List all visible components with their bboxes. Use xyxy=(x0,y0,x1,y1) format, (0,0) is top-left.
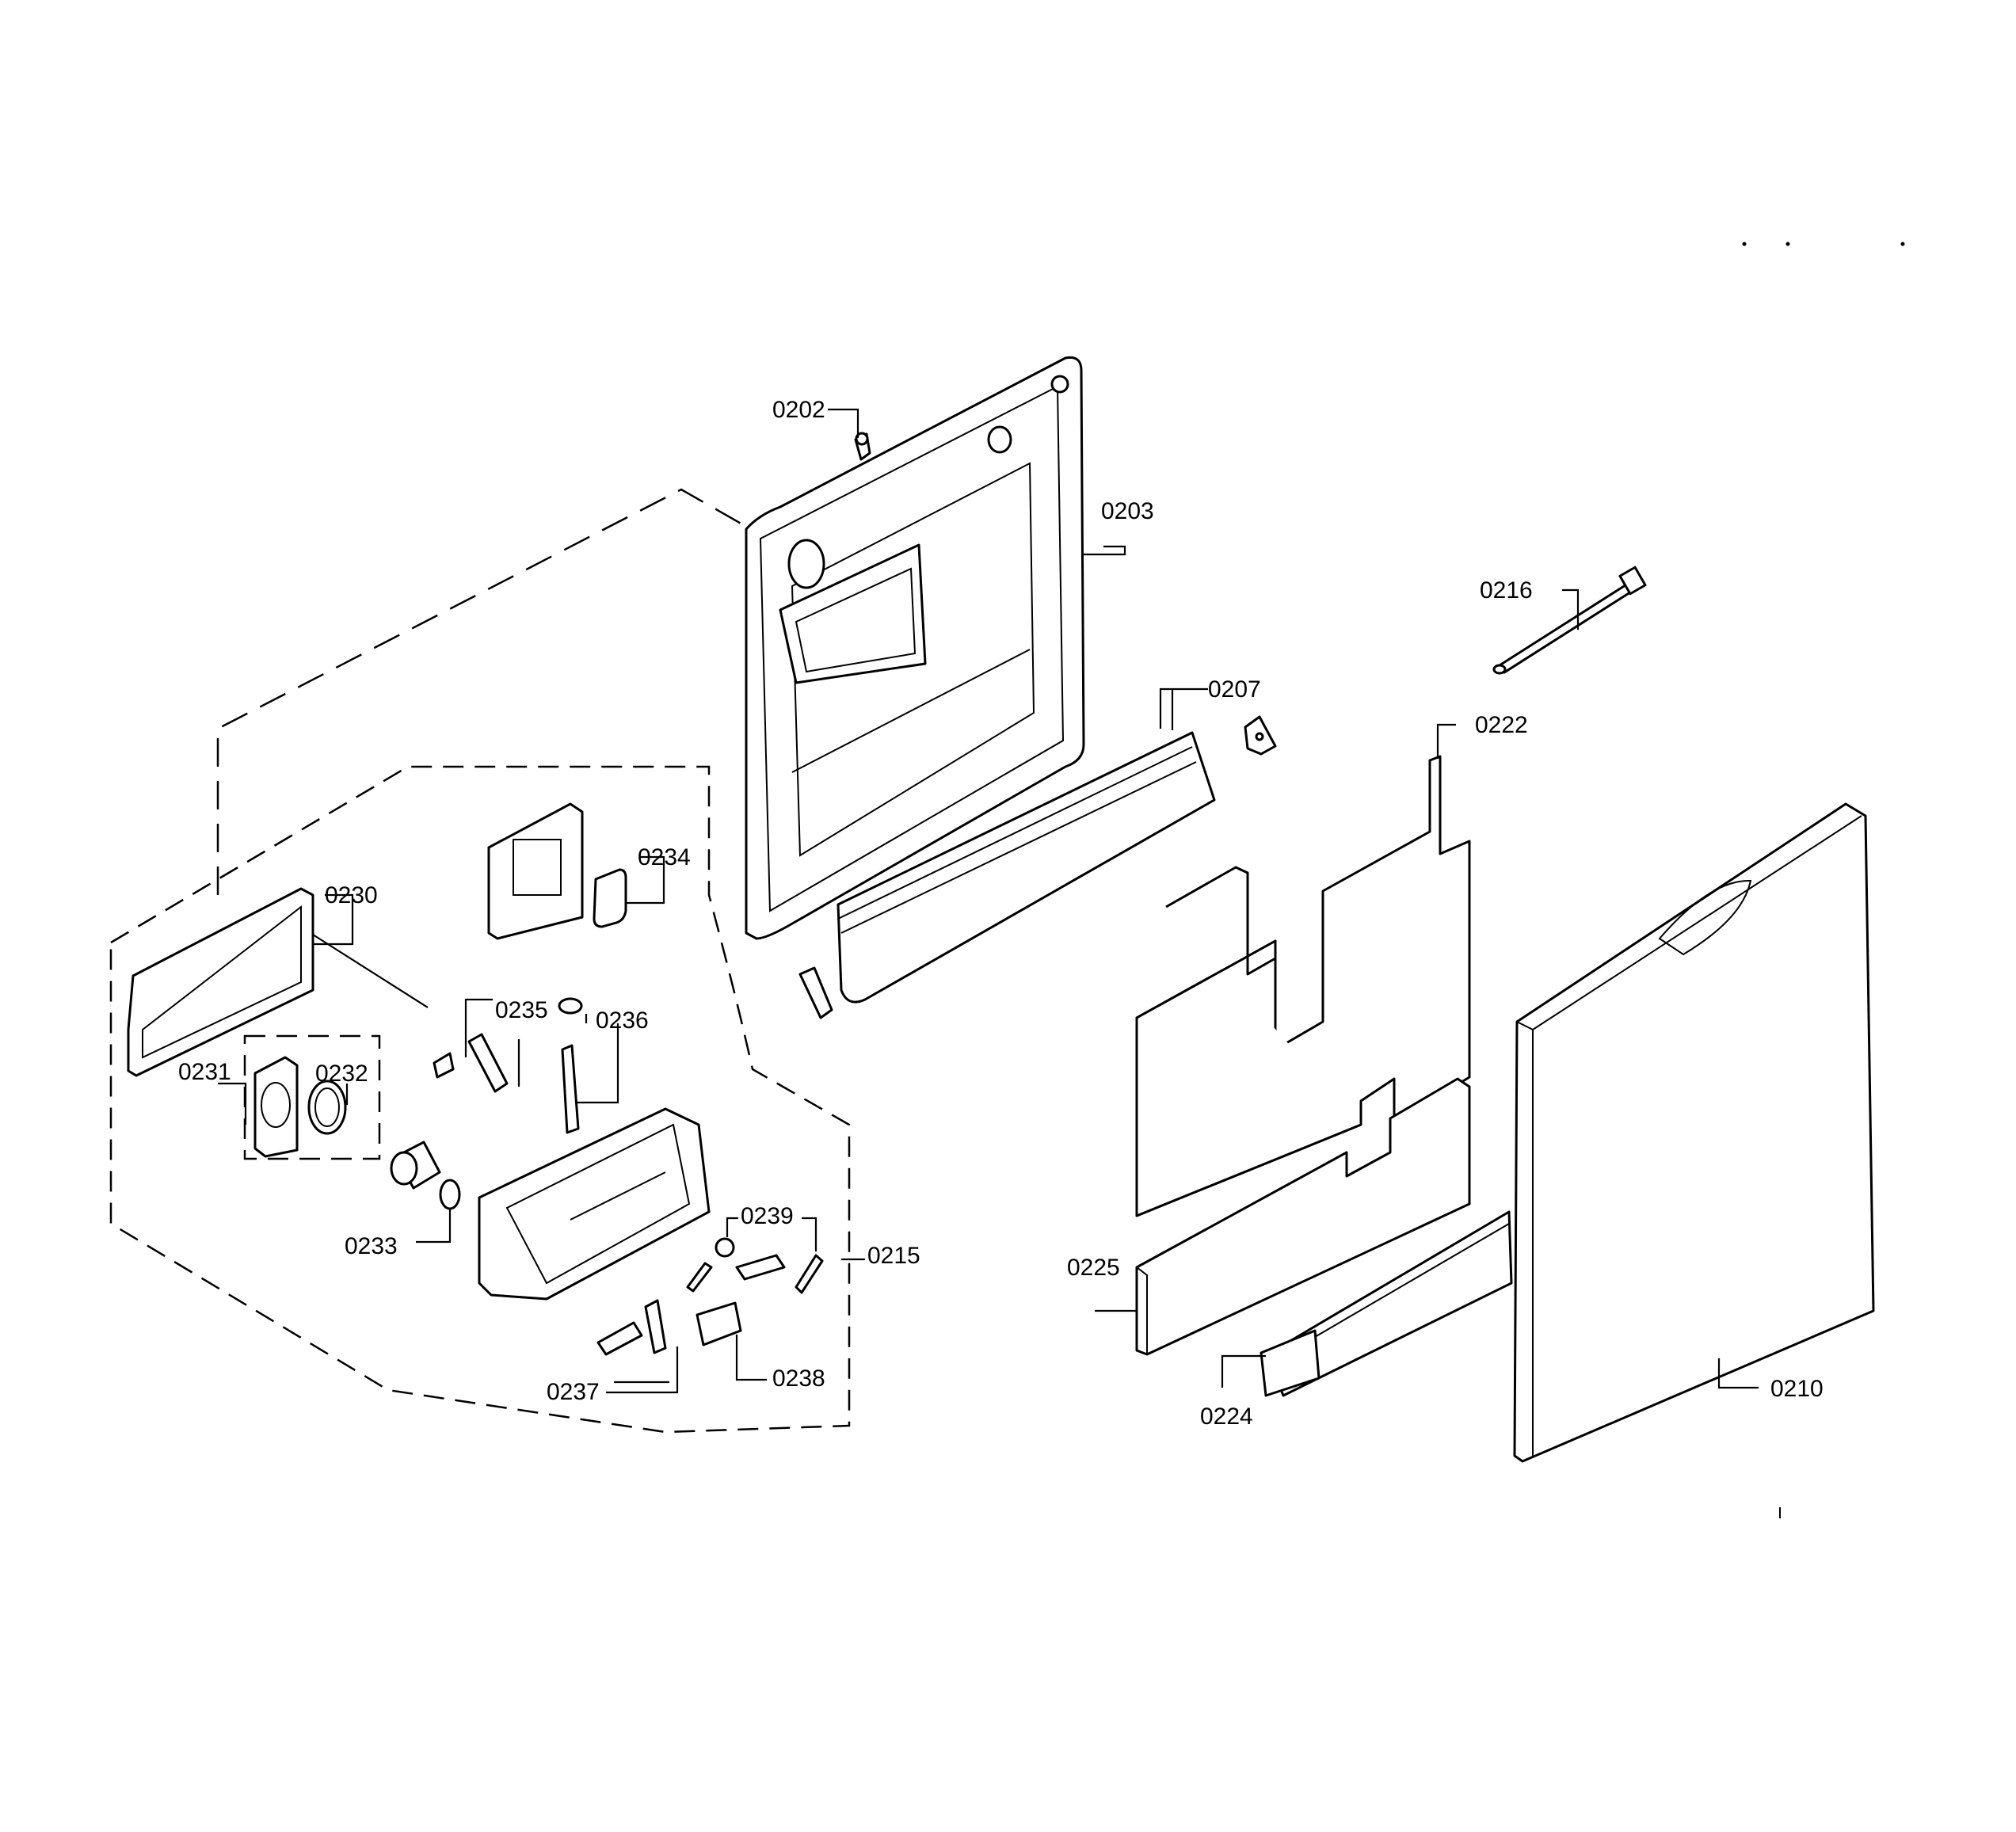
part-0237-latch xyxy=(596,1262,713,1356)
part-0224-handle xyxy=(1260,1210,1513,1397)
callout-0230: 0230 xyxy=(325,882,378,908)
part-0202-screw xyxy=(854,432,871,461)
callout-0202: 0202 xyxy=(772,397,825,423)
callout-0237: 0237 xyxy=(547,1379,600,1405)
part-0207-strip xyxy=(798,731,1216,1019)
part-0230-frame xyxy=(127,887,314,1077)
callout-0210: 0210 xyxy=(1770,1376,1824,1402)
part-0222-insulation xyxy=(1135,755,1471,1217)
callout-0215: 0215 xyxy=(867,1243,920,1269)
part-0239-spring xyxy=(715,1237,824,1294)
part-0231-cover xyxy=(253,1056,299,1158)
callout-0232: 0232 xyxy=(315,1061,368,1087)
leader-lines xyxy=(218,408,1759,1394)
callout-0224: 0224 xyxy=(1200,1404,1253,1430)
part-0210-outer-door xyxy=(1513,802,1875,1463)
part-0238-switch xyxy=(696,1301,742,1346)
callout-0233: 0233 xyxy=(345,1233,398,1259)
part-0215-dispenser xyxy=(478,1107,711,1301)
part-0236-valve xyxy=(558,997,583,1134)
callout-0216: 0216 xyxy=(1480,577,1533,604)
part-bracket xyxy=(1244,715,1277,756)
callout-0235: 0235 xyxy=(495,997,548,1023)
guide-0230 xyxy=(312,934,429,1008)
callout-0238: 0238 xyxy=(772,1365,825,1392)
callout-0207: 0207 xyxy=(1208,676,1261,703)
callout-0203: 0203 xyxy=(1101,498,1154,524)
callout-labels: 0202 0203 0207 0216 0222 0210 0225 0224 … xyxy=(178,397,1824,1430)
part-0235-spring-lever xyxy=(433,1033,509,1093)
part-0233-nozzle xyxy=(390,1141,461,1210)
part-0234-filter xyxy=(487,802,627,940)
boundary-0215 xyxy=(109,765,851,1434)
part-0232-seal xyxy=(307,1080,347,1135)
callout-0231: 0231 xyxy=(178,1059,231,1085)
part-0203-inner-door xyxy=(745,356,1085,940)
outer-boundary-0230 xyxy=(216,488,761,895)
callout-0225: 0225 xyxy=(1067,1255,1120,1281)
callout-0222: 0222 xyxy=(1475,712,1528,738)
specks xyxy=(1742,242,1905,1518)
part-0216-cable xyxy=(1492,566,1647,675)
callout-0234: 0234 xyxy=(638,844,691,870)
callout-0236: 0236 xyxy=(596,1007,649,1034)
callout-0239: 0239 xyxy=(741,1203,794,1229)
part-0225-foam xyxy=(1135,1077,1471,1356)
